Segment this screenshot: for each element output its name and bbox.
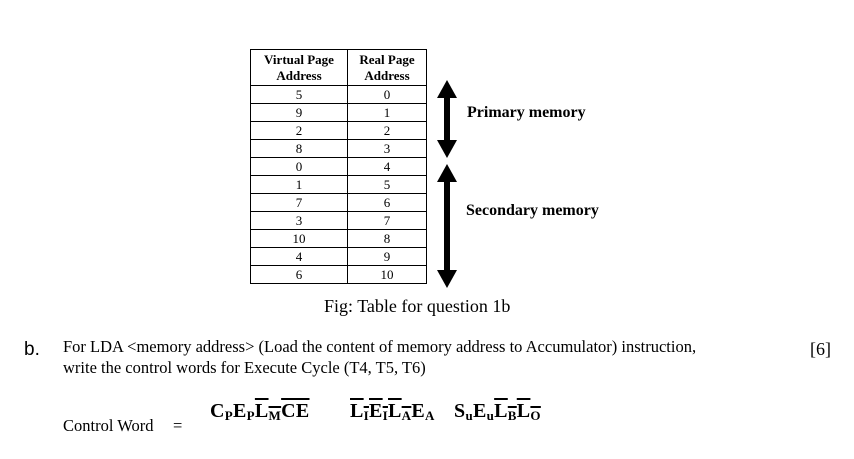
- control-signal: CE: [281, 400, 309, 422]
- virtual-page-header: Virtual Page Address: [250, 49, 348, 86]
- header-line: Address: [276, 67, 322, 83]
- virtual-page-cell: 7: [250, 193, 348, 212]
- signal-letter: S: [454, 400, 466, 422]
- primary-range-arrow: [437, 80, 457, 158]
- control-signal: Eu: [472, 400, 495, 423]
- real-page-cell: 4: [347, 157, 427, 176]
- header-line: Virtual Page: [264, 51, 334, 67]
- signal-letter: L: [516, 400, 531, 422]
- signal-subscript: B: [507, 408, 517, 423]
- signal-letter: E: [233, 400, 247, 422]
- virtual-page-cell: 1: [250, 175, 348, 194]
- real-page-cell: 6: [347, 193, 427, 212]
- header-line: Address: [364, 67, 410, 83]
- control-signal: EA: [411, 400, 435, 423]
- signal-letter: L: [388, 400, 402, 422]
- secondary-range-arrow: [437, 164, 457, 288]
- control-signal: LA: [388, 400, 412, 423]
- page-table: Virtual Page Address Real Page Address 5…: [250, 49, 427, 284]
- signal-subscript: I: [363, 408, 369, 423]
- signal-subscript: O: [530, 408, 541, 423]
- signal-subscript: u: [486, 408, 495, 423]
- control-signal: CP: [210, 400, 233, 423]
- question-letter: b.: [24, 339, 40, 360]
- real-page-cell: 9: [347, 247, 427, 266]
- signal-subscript: u: [465, 408, 473, 423]
- control-word-label: Control Word: [63, 416, 154, 435]
- table-header-row: Virtual Page Address Real Page Address: [250, 49, 427, 86]
- signal-letter: E: [411, 400, 425, 422]
- primary-memory-label: Primary memory: [467, 104, 586, 121]
- signal-letter: E: [472, 400, 487, 422]
- control-signal: LO: [516, 400, 541, 423]
- control-signal: EP: [233, 400, 255, 423]
- equals-sign: =: [173, 416, 183, 435]
- control-signal: LM: [254, 400, 282, 423]
- header-line: Real Page: [359, 51, 415, 67]
- figure-caption: Fig: Table for question 1b: [324, 296, 511, 316]
- control-group-1: CPEPLMCE: [210, 400, 310, 424]
- real-page-cell: 7: [347, 211, 427, 230]
- real-page-cell: 8: [347, 229, 427, 248]
- virtual-page-cell: 3: [250, 211, 348, 230]
- virtual-page-cell: 2: [250, 121, 348, 140]
- question-line-1: For LDA <memory address> (Load the conte…: [63, 337, 697, 356]
- signal-letter: L: [350, 400, 364, 422]
- real-page-header: Real Page Address: [347, 49, 427, 86]
- control-group-3: SuEuLBLO: [454, 400, 541, 424]
- virtual-page-cell: 5: [250, 85, 348, 104]
- control-signal: Su: [454, 400, 473, 423]
- signal-subscript: P: [224, 408, 233, 423]
- virtual-page-cell: 9: [250, 103, 348, 122]
- memory-range-arrows: [437, 80, 457, 288]
- signal-subscript: A: [401, 408, 412, 423]
- question-marks: [6]: [810, 339, 831, 359]
- signal-subscript: P: [246, 408, 255, 423]
- real-page-cell: 3: [347, 139, 427, 158]
- virtual-page-cell: 6: [250, 265, 348, 284]
- real-page-cell: 0: [347, 85, 427, 104]
- control-signal: LI: [350, 400, 369, 423]
- virtual-page-cell: 4: [250, 247, 348, 266]
- control-signal: EI: [369, 400, 388, 423]
- question-line-2: write the control words for Execute Cycl…: [63, 358, 426, 377]
- control-signal: LB: [494, 400, 517, 423]
- signal-subscript: M: [268, 408, 282, 423]
- signal-subscript: I: [382, 408, 388, 423]
- virtual-page-cell: 8: [250, 139, 348, 158]
- secondary-memory-label: Secondary memory: [466, 202, 599, 219]
- signal-letter: C: [210, 400, 225, 422]
- virtual-page-cell: 0: [250, 157, 348, 176]
- real-page-cell: 10: [347, 265, 427, 284]
- real-page-cell: 1: [347, 103, 427, 122]
- signal-letter: L: [254, 400, 269, 422]
- real-page-cell: 5: [347, 175, 427, 194]
- signal-letter: L: [494, 400, 508, 422]
- control-group-2: LIEILAEA: [350, 400, 435, 424]
- signal-letter: E: [369, 400, 383, 422]
- real-page-cell: 2: [347, 121, 427, 140]
- signal-subscript: A: [424, 408, 435, 423]
- signal-letter: CE: [281, 400, 310, 422]
- virtual-page-cell: 10: [250, 229, 348, 248]
